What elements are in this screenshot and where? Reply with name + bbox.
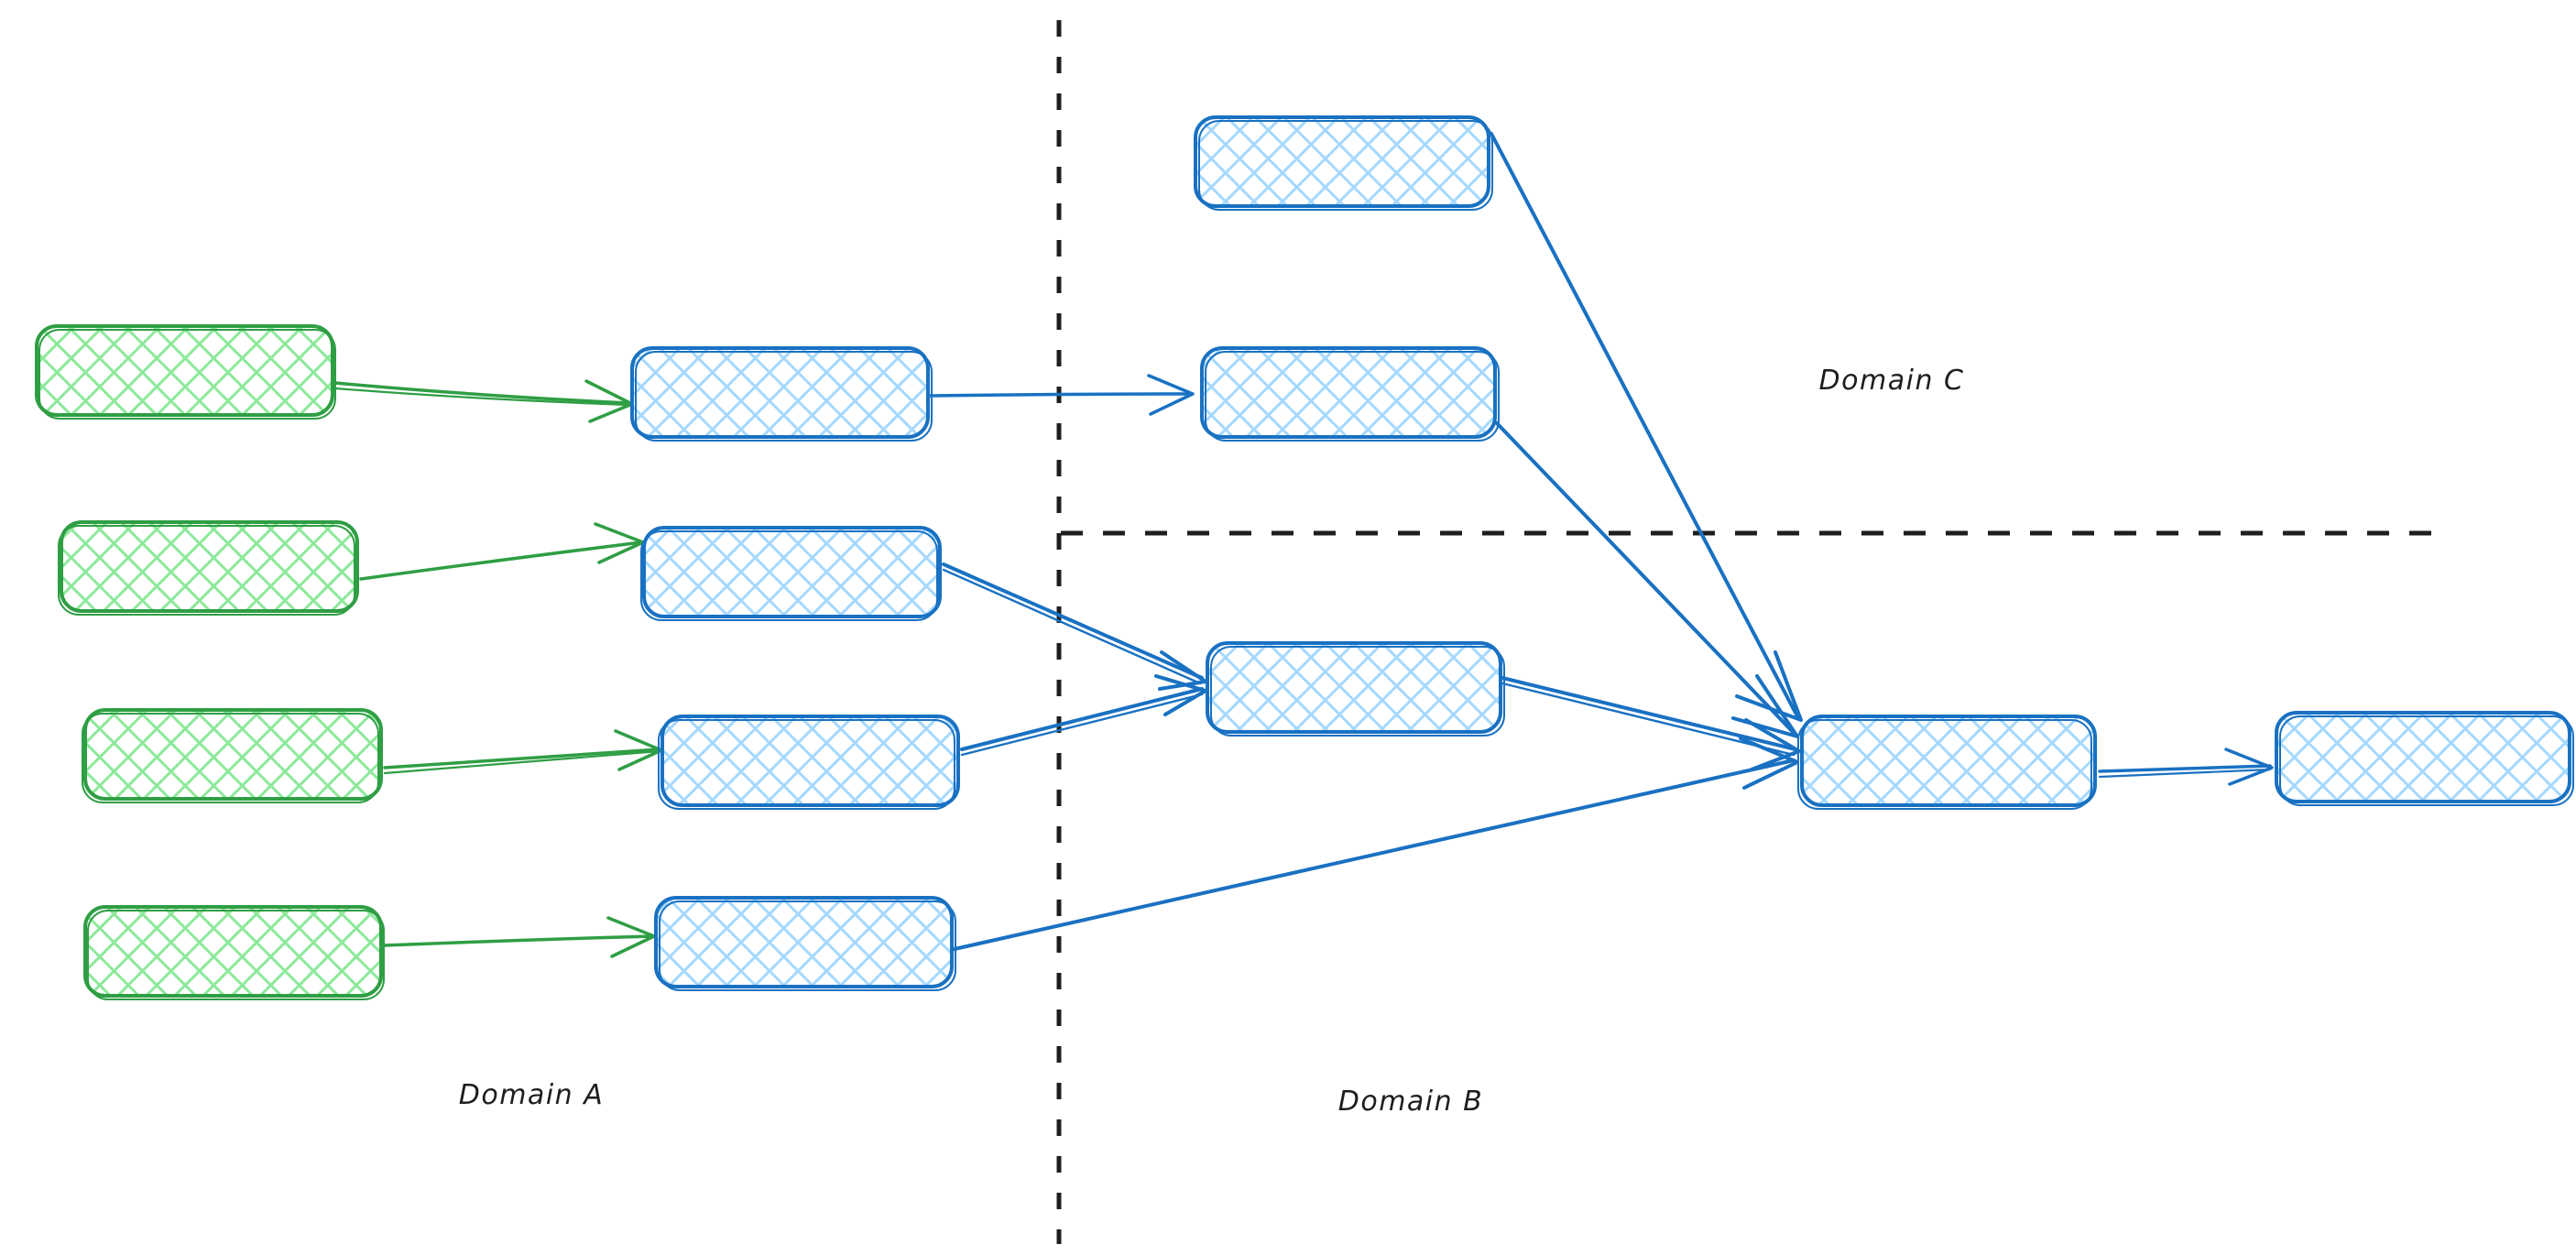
node-b4[interactable] xyxy=(654,896,956,991)
node-d1[interactable] xyxy=(1206,641,1505,737)
node-c2[interactable] xyxy=(1200,346,1500,442)
node-d3[interactable] xyxy=(2275,711,2574,806)
node-b2[interactable] xyxy=(640,526,942,621)
edge-c1-d2 xyxy=(1490,132,1803,722)
edge-a2-b2 xyxy=(359,522,645,581)
node-a1[interactable] xyxy=(35,324,336,420)
node-layer xyxy=(35,115,2574,1000)
divider-layer xyxy=(1056,20,2448,1244)
node-a3[interactable] xyxy=(82,708,383,803)
edge-a4-b4 xyxy=(383,916,656,958)
node-d2[interactable] xyxy=(1797,715,2097,810)
label-layer: Domain A Domain B Domain C xyxy=(459,365,1965,1118)
edge-a1-b1 xyxy=(333,379,634,423)
edge-c2-d2 xyxy=(1495,421,1799,738)
edge-d2-d3 xyxy=(2098,748,2274,786)
edge-b4-d2 xyxy=(953,737,1799,951)
node-c1[interactable] xyxy=(1194,115,1493,211)
domain-a-label: Domain A xyxy=(459,1079,604,1111)
node-b1[interactable] xyxy=(630,346,933,442)
domain-c-label: Domain C xyxy=(1819,365,1965,397)
edge-b1-c2 xyxy=(929,374,1195,416)
domain-b-label: Domain B xyxy=(1338,1086,1484,1118)
edge-a3-b3 xyxy=(383,729,663,775)
node-a4[interactable] xyxy=(83,905,385,1000)
node-a2[interactable] xyxy=(58,520,359,616)
edge-layer xyxy=(333,132,2274,958)
node-b3[interactable] xyxy=(658,715,960,810)
edge-b2-d1 xyxy=(942,562,1207,691)
